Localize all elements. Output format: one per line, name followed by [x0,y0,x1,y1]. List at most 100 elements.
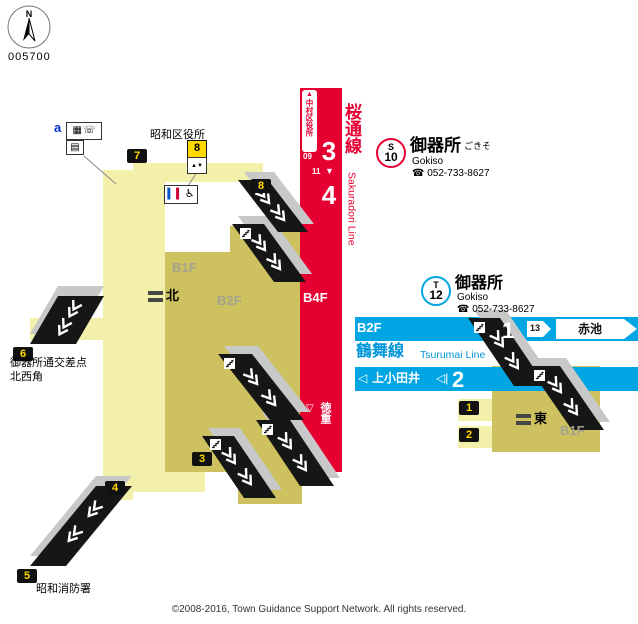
sakuradori-dest-down: 徳重 [319,402,331,424]
facility-a-label: a [54,120,62,135]
tsurumai-line-name-en: Tsurumai Line [420,349,486,361]
floor-label-east-b1f: B1F [560,423,585,438]
platform-3-number: 3 [321,136,337,166]
sakuradori-dest-up: 中村区役所 [305,99,314,137]
tsurumai-dest-right: 赤池 [578,322,603,336]
elevator-icon-box: ▲▼ [187,157,207,174]
sakuradori-code-up: 09 [303,152,312,161]
station-romaji-sakuradori: Gokiso [412,156,444,167]
escalator-icon [534,370,545,381]
car-number-arrow [527,321,551,337]
coin-locker-icon: ▦ [72,125,82,136]
sakuradori-code-down: 11 [312,167,321,176]
floor-label-west-b1f: B1F [172,260,197,275]
facility-a-box: ▦ ☏ [66,122,102,140]
elevator-icon: ▲▼ [191,162,203,169]
left-arrow-outline-icon: ◁ [358,371,368,385]
fire-station-label: 昭和消防署 [36,583,91,595]
platform-4-number: 4 [321,180,337,210]
stairs-to-exit6 [30,296,104,344]
tsurumai-band-track2 [355,367,638,391]
escalator-icon [474,322,485,333]
compass-n-label: N [26,9,33,19]
left-terminus-icon: ◁| [436,371,449,385]
crossing-label-line1: 御器所通交差点 [10,357,87,369]
female-restroom-icon: ▍ [176,188,184,200]
escalator-icon [224,358,235,369]
tsurumai-floor-label: B2F [357,320,382,335]
escalator-icon [210,439,221,450]
compass-needle-dark [23,18,29,41]
sakuradori-line-name: 桜通線 [342,103,361,154]
stairs-concourse-middle [218,354,304,420]
station-tel-tsurumai: ☎ 052-733-8627 [457,305,535,315]
stairs-east-2 [528,366,604,430]
leader-line-elevator [187,171,198,187]
map-id: 005700 [8,51,51,63]
exit-5-badge: 5 [17,569,37,583]
gate-bar [516,421,531,425]
stairs-to-exit5 [30,486,132,566]
leader-line-facility-a [83,155,117,185]
passage-to-exit3 [133,470,205,492]
phone-icon: ☎ [412,168,425,179]
ward-office-label: 昭和区役所 [150,129,205,141]
exit-7-badge: 7 [127,149,147,163]
compass: N [7,5,51,49]
phone-icon: ☎ [457,304,470,315]
gate-bar [148,291,163,295]
exit-6-badge: 6 [13,347,33,361]
platform-1-number: 1 [502,318,515,343]
gate-bar [516,414,531,418]
stairs-to-exit3 [202,436,276,498]
station-symbol-t12: T 12 [421,276,451,306]
floor-label-west-b2f: B2F [217,293,242,308]
gate-bar [148,298,163,302]
station-symbol-number: 10 [384,150,398,164]
escalator-icons [210,228,545,450]
down-arrow-icon: ▼ [325,166,334,176]
gate-north-label: 北 [166,288,180,303]
wheelchair-icon: ♿ [184,188,195,200]
tsurumai-code-right: 13 [530,323,541,333]
stairs-concourse-lower [256,420,334,486]
tel-number: 052-733-8627 [427,168,490,179]
exit-2-badge: 2 [459,428,479,442]
station-symbol-s10: S 10 [376,138,406,168]
stairs-east-1 [468,318,546,386]
station-name-sakuradori: 御器所 [410,136,461,155]
restroom-box: ▍ ▍ ♿ [164,185,198,204]
sakuradori-line-band [300,88,342,472]
platform-2-number: 2 [452,367,465,392]
crossing-label-line2: 北西角 [10,371,43,383]
tel-number: 052-733-8627 [472,304,535,315]
male-restroom-icon: ▍ [167,188,176,200]
payphone-icon: ☏ [82,125,96,136]
tsurumai-dest-left: 上小田井 [372,371,421,385]
escalator-icon [240,228,251,239]
station-name-tsurumai: 御器所 [455,275,504,292]
exit-1-badge: 1 [459,401,479,415]
passage-west-corridor [103,170,165,492]
station-kana-sakuradori: ごきそ [464,141,492,151]
tsurumai-line-name: 鶴舞線 [356,343,405,360]
akaike-direction-arrow [556,319,637,339]
station-symbol-letter: T [433,280,439,290]
station-symbol-number: 12 [429,288,443,302]
station-romaji-tsurumai: Gokiso [457,292,489,303]
escalator-icon [262,424,273,435]
up-arrow-icon: ▲ [306,91,313,98]
ticket-gate-icon-north [148,291,163,302]
compass-needle-light [28,17,36,42]
ticket-gate-icon-east [516,414,531,425]
elevator-exit-badge: 8 [187,140,207,158]
sakuradori-line-name-en: Sakuradori Line [345,172,358,246]
sakuradori-floor-label: B4F [303,290,328,305]
station-tel-sakuradori: ☎ 052-733-8627 [412,169,490,179]
fare-adjust-icon: ▤ [70,141,80,153]
exit-8-badge: 8 [251,179,271,193]
down-arrow-outline-icon: ▽ [306,403,314,414]
exit-3-badge: 3 [192,452,212,466]
